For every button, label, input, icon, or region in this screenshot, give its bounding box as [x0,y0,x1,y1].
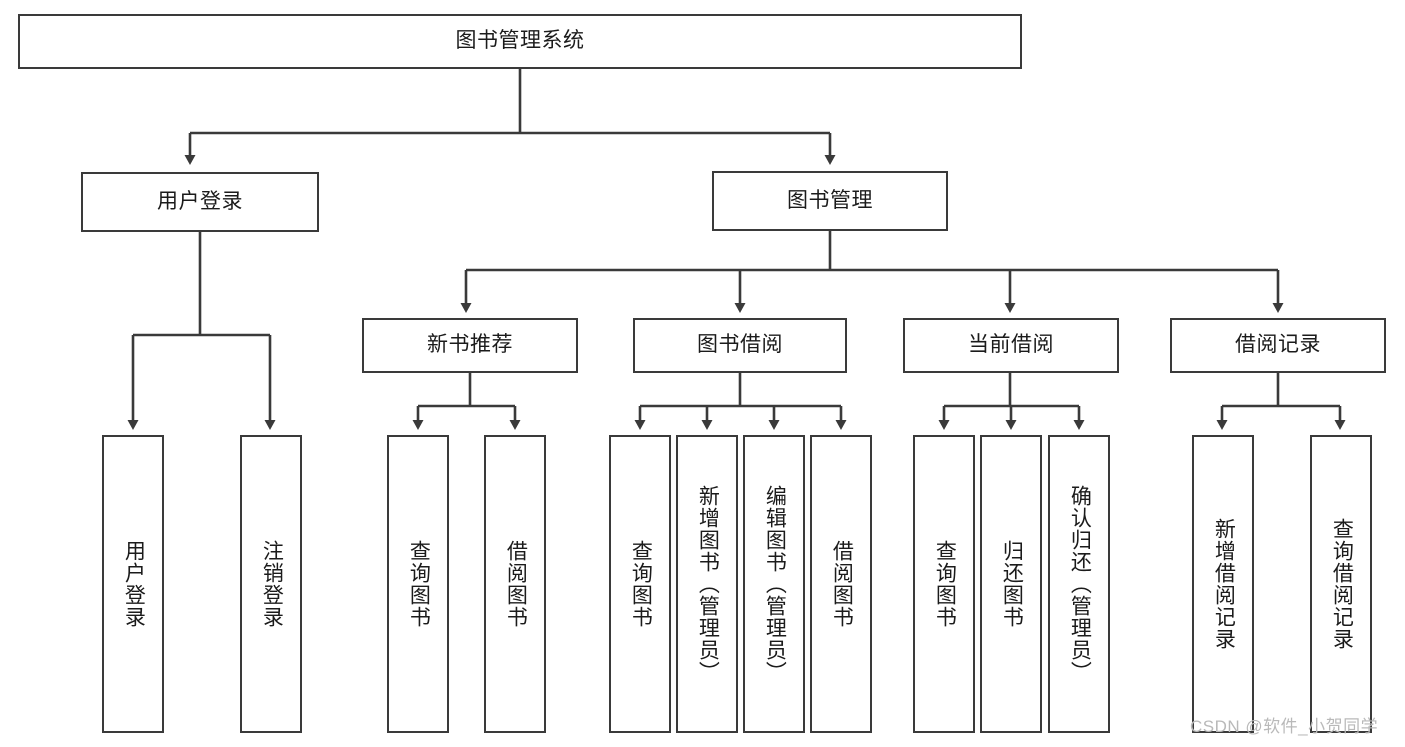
node-leaf-current-return-book[interactable]: 归还图书 [980,435,1042,733]
node-leaf-current-return-book-label: 归还图书 [1000,540,1024,628]
node-leaf-recommend-borrow-book-label: 借阅图书 [504,540,528,628]
node-leaf-borrow-add-book[interactable]: 新增图书（管理员） [676,435,738,733]
node-leaf-user-login-label: 用户登录 [122,540,146,628]
node-leaf-current-confirm-return-label: 确认归还（管理员） [1068,485,1092,683]
node-leaf-borrow-query-book-label: 查询图书 [629,540,653,628]
node-leaf-logout-label: 注销登录 [260,540,284,628]
node-book-management-label: 图书管理 [787,188,873,212]
node-leaf-borrow-borrow-book-label: 借阅图书 [830,540,854,628]
node-leaf-current-query-book[interactable]: 查询图书 [913,435,975,733]
node-book-borrow[interactable]: 图书借阅 [633,318,847,373]
node-leaf-current-query-book-label: 查询图书 [933,540,957,628]
node-leaf-borrow-borrow-book[interactable]: 借阅图书 [810,435,872,733]
node-leaf-borrow-query-book[interactable]: 查询图书 [609,435,671,733]
node-leaf-recommend-query-book[interactable]: 查询图书 [387,435,449,733]
node-new-book-recommend[interactable]: 新书推荐 [362,318,578,373]
node-user-login[interactable]: 用户登录 [81,172,319,232]
watermark: CSDN @软件_小贺同学 [1190,717,1379,736]
node-leaf-borrow-add-book-label: 新增图书（管理员） [696,485,720,683]
node-user-login-label: 用户登录 [157,189,243,213]
node-root-label: 图书管理系统 [455,29,585,53]
node-borrow-record[interactable]: 借阅记录 [1170,318,1386,373]
node-leaf-record-query[interactable]: 查询借阅记录 [1310,435,1372,733]
node-current-borrow[interactable]: 当前借阅 [903,318,1119,373]
node-book-borrow-label: 图书借阅 [697,333,783,357]
node-new-book-recommend-label: 新书推荐 [427,333,513,357]
node-leaf-borrow-edit-book-label: 编辑图书（管理员） [763,485,787,683]
node-leaf-record-add-label: 新增借阅记录 [1212,518,1236,650]
node-leaf-logout[interactable]: 注销登录 [240,435,302,733]
node-borrow-record-label: 借阅记录 [1235,333,1321,357]
node-leaf-recommend-borrow-book[interactable]: 借阅图书 [484,435,546,733]
node-leaf-recommend-query-book-label: 查询图书 [407,540,431,628]
node-leaf-current-confirm-return[interactable]: 确认归还（管理员） [1048,435,1110,733]
node-current-borrow-label: 当前借阅 [968,333,1054,357]
node-root[interactable]: 图书管理系统 [18,14,1022,69]
node-leaf-user-login[interactable]: 用户登录 [102,435,164,733]
node-leaf-record-query-label: 查询借阅记录 [1330,518,1354,650]
node-leaf-borrow-edit-book[interactable]: 编辑图书（管理员） [743,435,805,733]
node-leaf-record-add[interactable]: 新增借阅记录 [1192,435,1254,733]
node-book-management[interactable]: 图书管理 [712,171,948,231]
